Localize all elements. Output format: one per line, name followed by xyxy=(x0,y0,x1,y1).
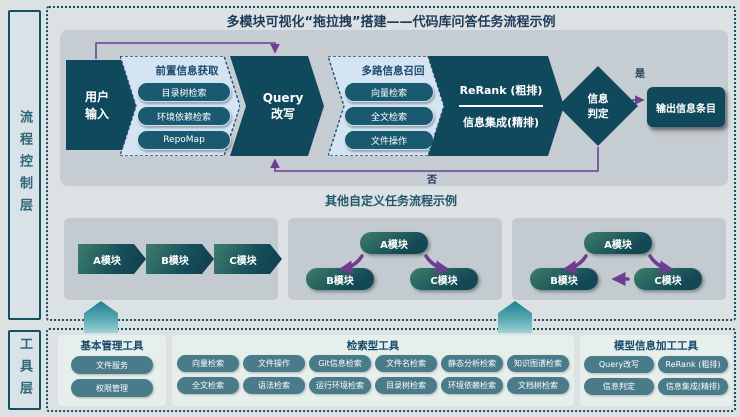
module-b: B模块 xyxy=(146,244,214,274)
module-a: A模块 xyxy=(78,244,146,274)
module-b: B模块 xyxy=(306,268,374,290)
group-pre-info: 前置信息获取 目录树检索 环境依赖检索 RepoMap xyxy=(120,56,240,156)
multi-recall-item: 向量检索 xyxy=(344,82,434,102)
example-panel-3: A模块 B模块 C模块 xyxy=(512,218,726,300)
process-layer-container xyxy=(46,6,736,321)
tool-pill: 信息判定 xyxy=(584,378,654,395)
tool-pill: 目录树检索 xyxy=(375,377,437,394)
tool-pill: 静态分析检索 xyxy=(441,355,503,372)
retrieval-tools-title: 检索型工具 xyxy=(346,340,400,352)
group-multi-recall: 多路信息召回 向量检索 全文检索 文件操作 xyxy=(328,56,444,156)
example-panel-2: A模块 B模块 C模块 xyxy=(288,218,502,300)
flow-title: 多模块可视化“拖拉拽”搭建——代码库问答任务流程示例 xyxy=(226,15,556,30)
basic-tools-title: 基本管理工具 xyxy=(80,340,144,352)
module-c: C模块 xyxy=(214,244,282,274)
node-output: 输出信息条目 xyxy=(647,87,725,127)
model-tools-section: 模型信息加工工具 Query改写 ReRank (粗排) 信息判定 信息集成(精… xyxy=(580,335,732,406)
rerank-divider xyxy=(459,105,543,107)
model-tools-grid: Query改写 ReRank (粗排) 信息判定 信息集成(精排) xyxy=(584,356,728,395)
example1-module-row: A模块 B模块 C模块 xyxy=(78,244,282,274)
rerank-coarse-label: ReRank (粗排) xyxy=(459,84,543,97)
tool-pill: 权限管理 xyxy=(71,379,153,397)
process-layer-box: 流程控制层 xyxy=(8,10,41,320)
multi-recall-title: 多路信息召回 xyxy=(361,65,425,77)
retrieval-row-2: 全文检索 语法检索 运行环境检索 目录树检索 环境依赖检索 文档树检索 xyxy=(177,377,569,394)
basic-tools-section: 基本管理工具 文件服务 权限管理 xyxy=(58,335,166,406)
tool-pill: 语法检索 xyxy=(243,377,305,394)
tool-pill: Git信息检索 xyxy=(309,355,371,372)
pre-info-item: RepoMap xyxy=(137,130,231,150)
module-c: C模块 xyxy=(410,268,478,290)
node-query-rewrite: Query 改写 xyxy=(230,56,324,156)
tool-layer-label: 工具层 xyxy=(17,337,32,403)
rerank-fine-label: 信息集成(精排) xyxy=(462,116,540,129)
other-examples-title: 其他自定义任务流程示例 xyxy=(324,194,457,208)
tool-layer-container xyxy=(46,328,736,412)
pre-info-item: 目录树检索 xyxy=(137,82,231,102)
model-tools-title: 模型信息加工工具 xyxy=(614,340,698,352)
tool-pill: 文档树检索 xyxy=(507,377,569,394)
tool-pill: 运行环境检索 xyxy=(309,377,371,394)
module-a: A模块 xyxy=(360,232,428,254)
node-judge: 信息 判定 xyxy=(558,66,638,146)
tool-pill: 环境依赖检索 xyxy=(441,377,503,394)
module-c: C模块 xyxy=(634,268,702,290)
tool-pill: 向量检索 xyxy=(177,355,239,372)
multi-recall-item: 文件操作 xyxy=(344,130,434,150)
process-layer-label: 流程控制层 xyxy=(17,110,32,220)
pre-info-item: 环境依赖检索 xyxy=(137,106,231,126)
node-rerank: ReRank (粗排) 信息集成(精排) xyxy=(428,56,564,156)
retrieval-tools-section: 检索型工具 向量检索 文件操作 Git信息检索 文件名检索 静态分析检索 知识图… xyxy=(172,335,574,406)
example-panel-1: A模块 B模块 C模块 xyxy=(64,218,278,300)
tool-pill: 信息集成(精排) xyxy=(658,378,728,395)
retrieval-tools-grid: 向量检索 文件操作 Git信息检索 文件名检索 静态分析检索 知识图谱检索 全文… xyxy=(177,355,569,394)
tool-pill: Query改写 xyxy=(584,356,654,373)
pre-info-title: 前置信息获取 xyxy=(155,65,219,77)
tool-pill: 文件名检索 xyxy=(375,355,437,372)
tool-layer-box: 工具层 xyxy=(8,330,41,410)
tool-pill: 文件操作 xyxy=(243,355,305,372)
module-a: A模块 xyxy=(584,232,652,254)
main-flow-panel: 用户 输入 前置信息获取 目录树检索 环境依赖检索 RepoMap Query … xyxy=(60,30,728,186)
tool-pill: ReRank (粗排) xyxy=(658,356,728,373)
multi-recall-item: 全文检索 xyxy=(344,106,434,126)
branch-label-yes: 是 xyxy=(635,69,645,80)
tool-pill: 文件服务 xyxy=(71,356,153,374)
tool-pill: 全文检索 xyxy=(177,377,239,394)
branch-label-no: 否 xyxy=(427,175,437,186)
retrieval-row-1: 向量检索 文件操作 Git信息检索 文件名检索 静态分析检索 知识图谱检索 xyxy=(177,355,569,372)
tool-pill: 知识图谱检索 xyxy=(507,355,569,372)
module-b: B模块 xyxy=(530,268,598,290)
